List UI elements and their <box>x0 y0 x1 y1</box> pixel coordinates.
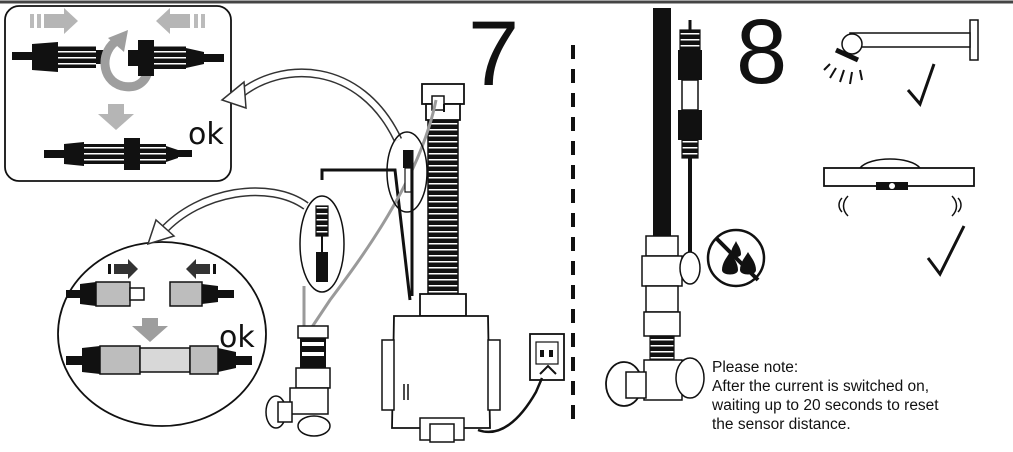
push-arrow-right-icon <box>30 8 78 34</box>
plug-left-icon <box>66 281 145 307</box>
plug-right-icon <box>128 40 224 76</box>
step-number-8: 8 <box>736 1 788 103</box>
plug-right-icon <box>169 281 234 307</box>
supply-pipe <box>653 8 671 236</box>
no-water-icon <box>706 228 766 288</box>
joined-plug-icon <box>66 345 252 375</box>
connector-inset-top <box>4 5 232 182</box>
callout-arrow-top <box>220 68 403 142</box>
plug-left-icon <box>12 42 106 72</box>
faucet-control-assembly <box>265 83 565 443</box>
power-cable <box>477 377 544 434</box>
shower-icon <box>823 19 979 85</box>
check-mark-icon <box>906 63 936 107</box>
down-arrow-icon <box>98 104 134 130</box>
control-box <box>381 315 501 443</box>
sensor-cable-black <box>320 168 412 301</box>
valve-assembly-step8 <box>605 8 705 407</box>
connector-highlight-upper <box>386 131 428 213</box>
sensor-cable-gray <box>308 99 438 331</box>
push-arrow-right-icon <box>108 259 138 279</box>
ok-label: ok <box>219 320 255 355</box>
angle-valve <box>265 286 331 437</box>
please-note-text: Please note: After the current is switch… <box>712 358 1012 434</box>
joined-plug-icon <box>44 138 192 170</box>
callout-arrow-bottom <box>146 187 309 246</box>
connector-inset-bottom <box>57 241 267 427</box>
note-title: Please note: <box>712 359 799 376</box>
push-arrow-left-icon <box>186 259 216 279</box>
connector-highlight-lower <box>299 195 345 293</box>
flexible-hose <box>427 117 459 297</box>
note-line: waiting up to 20 seconds to reset <box>712 397 939 414</box>
step-number-7: 7 <box>468 3 520 105</box>
sensor-bar-icon <box>823 158 975 217</box>
note-line: After the current is switched on, <box>712 378 930 395</box>
push-arrow-left-icon <box>156 8 205 34</box>
wall-socket-icon <box>529 333 565 381</box>
check-mark-icon <box>926 225 966 277</box>
note-line: the sensor distance. <box>712 416 851 433</box>
down-arrow-icon <box>132 318 168 342</box>
ok-label: ok <box>188 117 224 152</box>
